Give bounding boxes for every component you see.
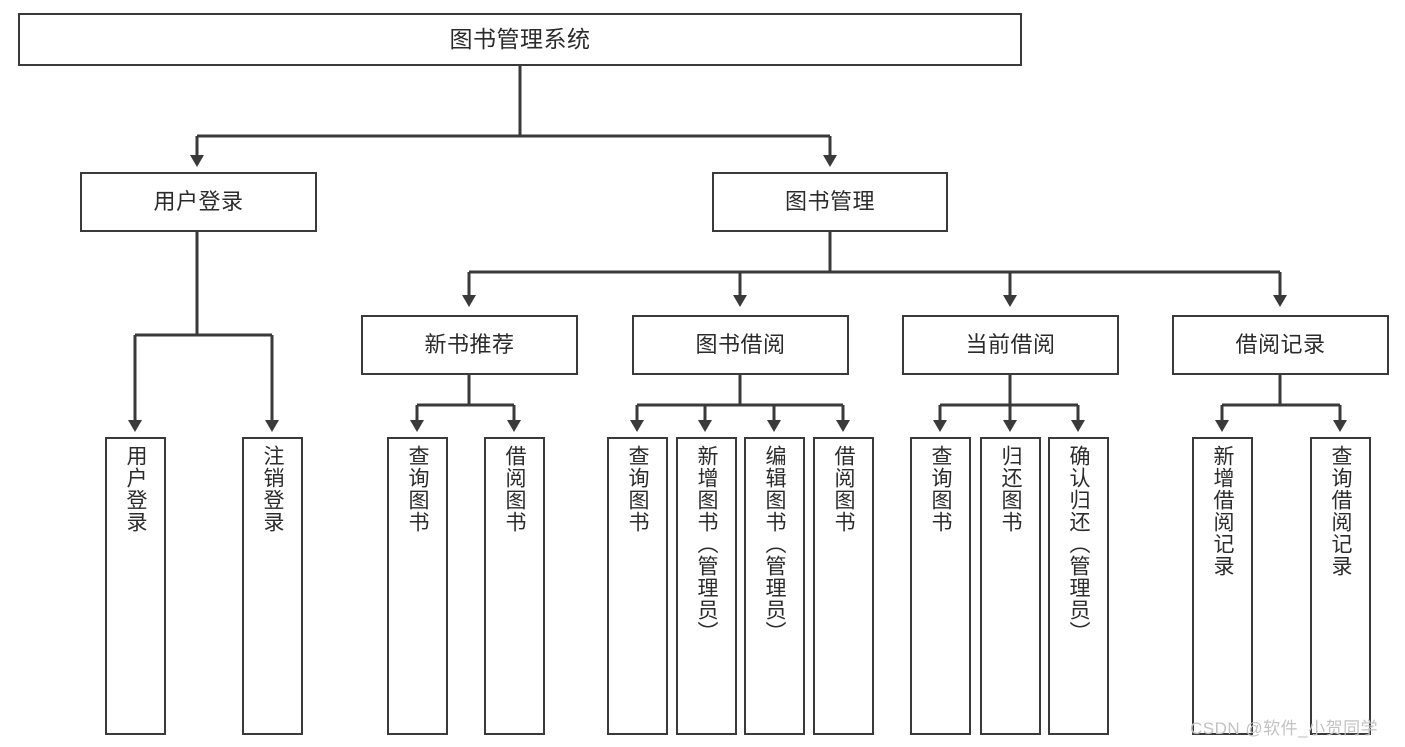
leaf-user-login-label: 用户登录: [124, 445, 147, 533]
leaf-query-borrow-record-label: 查询借阅记录: [1329, 445, 1352, 577]
leaf-return-books[interactable]: 归还图书: [980, 437, 1041, 735]
leaf-add-borrow-record-label: 新增借阅记录: [1211, 445, 1234, 577]
leaf-query-books-borrow-label: 查询图书: [626, 445, 649, 533]
leaf-query-books-current-label: 查询图书: [929, 445, 952, 533]
leaf-confirm-return-admin-label: 确认归还（管理员）: [1067, 445, 1090, 643]
leaf-borrow-books-recommend[interactable]: 借阅图书: [484, 437, 545, 735]
leaf-add-borrow-record[interactable]: 新增借阅记录: [1192, 437, 1253, 735]
leaf-query-borrow-record[interactable]: 查询借阅记录: [1310, 437, 1371, 735]
node-new-book-recommend[interactable]: 新书推荐: [361, 315, 578, 375]
leaf-query-books-recommend-label: 查询图书: [406, 445, 429, 533]
leaf-borrow-books[interactable]: 借阅图书: [813, 437, 874, 735]
leaf-add-book-admin[interactable]: 新增图书（管理员）: [676, 437, 737, 735]
node-borrow-records[interactable]: 借阅记录: [1172, 315, 1389, 375]
leaf-borrow-books-recommend-label: 借阅图书: [503, 445, 526, 533]
node-book-borrow-label: 图书借阅: [695, 332, 786, 358]
node-book-management-label: 图书管理: [784, 189, 875, 215]
leaf-query-books-current[interactable]: 查询图书: [910, 437, 971, 735]
node-user-login[interactable]: 用户登录: [80, 172, 317, 232]
node-book-management[interactable]: 图书管理: [712, 172, 948, 232]
leaf-query-books-recommend[interactable]: 查询图书: [387, 437, 448, 735]
node-root-label: 图书管理系统: [449, 26, 591, 53]
leaf-user-login[interactable]: 用户登录: [105, 437, 166, 735]
node-current-borrow-label: 当前借阅: [965, 332, 1056, 358]
leaf-borrow-books-label: 借阅图书: [832, 445, 855, 533]
leaf-query-books-borrow[interactable]: 查询图书: [607, 437, 668, 735]
leaf-edit-book-admin[interactable]: 编辑图书（管理员）: [744, 437, 805, 735]
leaf-add-book-admin-label: 新增图书（管理员）: [695, 445, 718, 643]
csdn-watermark: CSDN @软件_小贺同学: [1190, 719, 1379, 738]
node-book-borrow[interactable]: 图书借阅: [632, 315, 849, 375]
node-borrow-records-label: 借阅记录: [1235, 332, 1326, 358]
node-new-book-recommend-label: 新书推荐: [424, 332, 515, 358]
node-user-login-label: 用户登录: [153, 189, 244, 215]
node-root[interactable]: 图书管理系统: [18, 13, 1022, 66]
leaf-edit-book-admin-label: 编辑图书（管理员）: [763, 445, 786, 643]
node-current-borrow[interactable]: 当前借阅: [902, 315, 1119, 375]
leaf-return-books-label: 归还图书: [999, 445, 1022, 533]
leaf-logout[interactable]: 注销登录: [242, 437, 303, 735]
leaf-confirm-return-admin[interactable]: 确认归还（管理员）: [1048, 437, 1109, 735]
leaf-logout-label: 注销登录: [261, 445, 284, 533]
